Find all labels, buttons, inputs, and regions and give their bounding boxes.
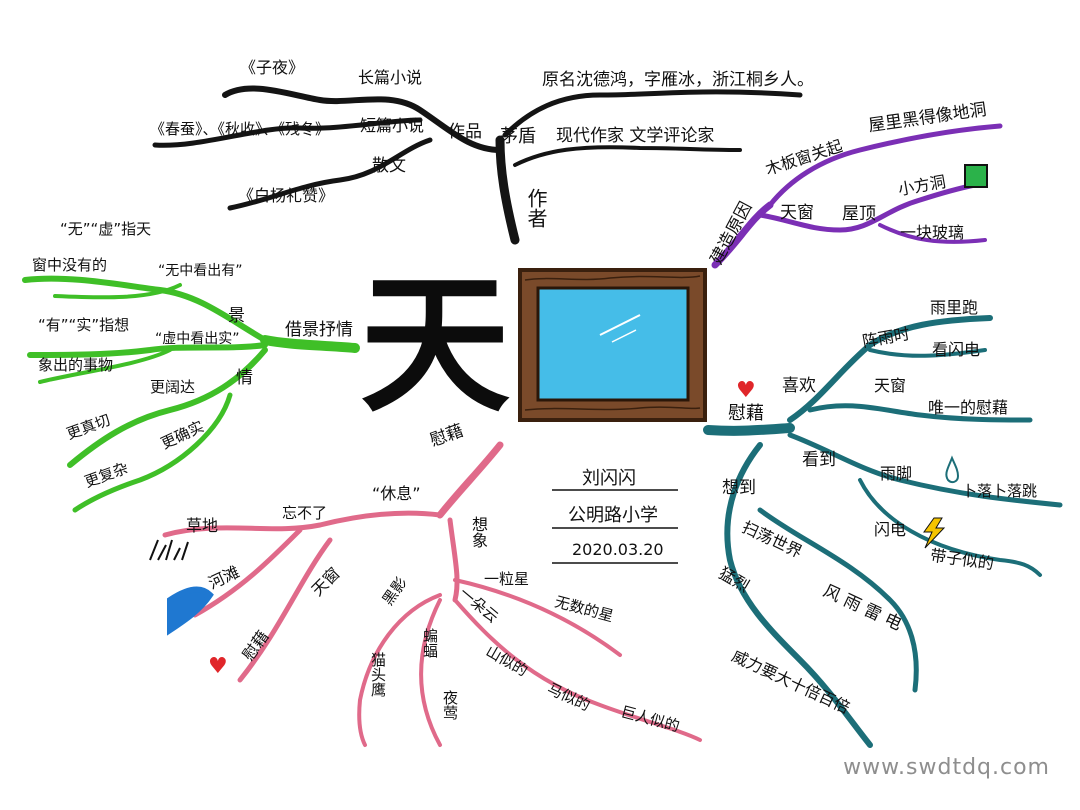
author-intro: 茅盾 — [500, 126, 536, 147]
river-icon — [167, 586, 214, 636]
author-titles: 现代作家 文学评论家 — [556, 126, 715, 146]
heart-icon-2: ♥ — [208, 654, 228, 679]
author-name: 刘闪闪 — [582, 468, 636, 489]
bat-label: 蝙蝠 — [421, 628, 439, 658]
real-label: “有”“实”指想 — [38, 316, 130, 334]
comfort-skywin: 天窗 — [874, 376, 907, 395]
works-label: 作品 — [448, 122, 482, 142]
imagine-label: 想象 — [469, 516, 488, 548]
novel-label: 长篇小说 — [358, 68, 423, 87]
watermark: www.swdtdq.com — [843, 755, 1050, 780]
short-titles: 《春蚕》、《秋收》、《残冬》 — [150, 120, 331, 138]
virtual-imagine: “无中看出有” — [158, 263, 243, 279]
virtual-label: “无”“虚”指天 — [60, 220, 152, 238]
author-root: 作者 — [524, 188, 548, 228]
center-title: 天 — [360, 257, 511, 433]
comfort-root: 慰藉 — [728, 403, 764, 424]
nightbird-label: 夜莺 — [441, 690, 459, 720]
raindrops-label: 雨脚 — [880, 464, 913, 483]
school-name: 公明路小学 — [568, 505, 658, 526]
essay-title: 《白杨礼赞》 — [238, 186, 335, 205]
info-box — [552, 489, 678, 564]
virtual-desc: 窗中没有的 — [32, 256, 108, 274]
reason-window: 天窗 — [780, 203, 814, 223]
forget-label: 忘不了 — [282, 504, 328, 522]
author-branches — [152, 85, 803, 245]
short-label: 短篇小说 — [360, 116, 425, 135]
real-imagine: “虚中看出实” — [155, 331, 240, 347]
heart-icon: ♥ — [736, 378, 756, 403]
reason-roof: 屋顶 — [842, 204, 876, 224]
scene-branches — [22, 275, 360, 513]
see-label: 看到 — [802, 450, 836, 470]
rest-branches — [162, 441, 702, 747]
reason-glass: 一块玻璃 — [900, 223, 965, 242]
scene-label: 景 — [228, 306, 245, 326]
feeling-label: 情 — [236, 368, 253, 388]
bounce-label: 卜落卜落跳 — [962, 482, 1038, 500]
raindrop-icon — [945, 455, 960, 484]
lightning-label: 闪电 — [874, 520, 907, 539]
rest-label: “休息” — [372, 484, 421, 503]
only-comfort: 唯一的慰藉 — [928, 398, 1009, 417]
lightning-icon — [923, 517, 946, 549]
like-label: 喜欢 — [782, 376, 816, 396]
date: 2020.03.20 — [572, 540, 664, 559]
author-identity: 原名沈德鸿，字雁冰，浙江桐乡人。 — [542, 70, 814, 90]
grass-icon — [149, 539, 189, 561]
real-desc: 象出的事物 — [38, 356, 114, 374]
reason-branches — [711, 123, 1003, 269]
scene-root: 借景抒情 — [285, 320, 353, 340]
owl-label: 猫头鹰 — [369, 652, 387, 697]
essay-label: 散文 — [372, 156, 406, 176]
broad-label: 更阔达 — [150, 378, 196, 396]
glass-square-icon — [964, 164, 988, 188]
window-image — [518, 268, 707, 422]
grass-label: 草地 — [186, 516, 219, 535]
star-label: 一粒星 — [484, 570, 530, 588]
rain-run: 雨里跑 — [930, 298, 979, 317]
comfort-branches — [703, 315, 1063, 748]
think-label: 想到 — [722, 478, 756, 498]
midnight-title: 《子夜》 — [240, 58, 305, 77]
lightning-watch: 看闪电 — [932, 340, 981, 359]
